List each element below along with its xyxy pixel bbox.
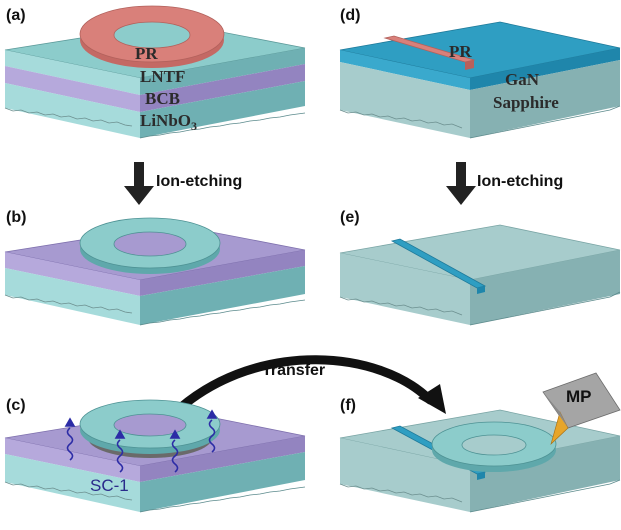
panel-a-label: (a) xyxy=(6,7,26,24)
panel-d-label: (d) xyxy=(340,7,360,24)
panel-a: (a) PR LNTF BCB LiNbO3 xyxy=(4,5,306,139)
panel-c: (c) SC-1 xyxy=(4,397,306,513)
ion-etching-label-left: Ion-etching xyxy=(156,173,242,190)
transfer-label: Transfer xyxy=(262,362,325,379)
panel-f-label: (f) xyxy=(340,397,356,414)
panel-f: (f) MP xyxy=(339,372,621,513)
panel-c-label: (c) xyxy=(6,397,26,414)
panel-e: (e) xyxy=(339,209,621,326)
lntf-label: LNTF xyxy=(140,67,185,86)
pr-label-d: PR xyxy=(449,42,472,61)
panel-b-label: (b) xyxy=(6,209,26,226)
ion-etching-arrow-left: Ion-etching xyxy=(124,162,242,205)
panel-b: (b) xyxy=(4,209,306,326)
sc1-wave-icons xyxy=(64,409,218,473)
panel-e-label: (e) xyxy=(340,209,360,226)
gan-label: GaN xyxy=(505,70,540,89)
micro-probe-icon xyxy=(542,372,621,445)
panel-d: (d) PR GaN Sapphire xyxy=(339,7,621,139)
bcb-label: BCB xyxy=(145,89,180,108)
sc1-label: SC-1 xyxy=(90,476,129,495)
ion-etching-label-right: Ion-etching xyxy=(477,173,563,190)
mp-label: MP xyxy=(566,387,592,406)
ion-etching-arrow-right: Ion-etching xyxy=(446,162,563,205)
transfer-arrow: Transfer xyxy=(175,355,446,414)
pr-label-a: PR xyxy=(135,44,158,63)
sapphire-label: Sapphire xyxy=(493,93,559,112)
linbo3-label: LiNbO3 xyxy=(140,111,197,133)
